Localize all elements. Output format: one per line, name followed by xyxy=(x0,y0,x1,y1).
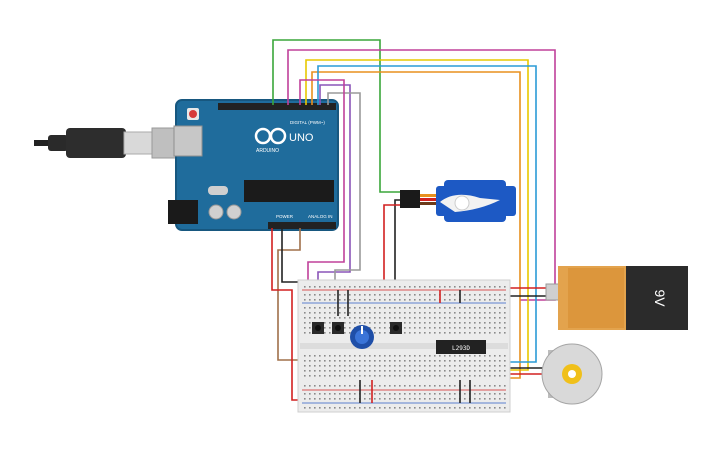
dc-motor xyxy=(541,343,603,405)
wire-magenta xyxy=(287,49,556,301)
digital-header-label: DIGITAL (PWM~) xyxy=(290,120,325,125)
wire-green xyxy=(272,39,408,193)
wire-gray xyxy=(327,92,361,300)
breadboard: L293D xyxy=(297,279,511,413)
wire-red-5v xyxy=(271,228,308,401)
wire-yellow xyxy=(305,59,529,371)
battery-9v: 9V xyxy=(545,266,688,330)
arduino-uno-board: UNO ARDUINO DIGITAL (PWM~) POWER ANALOG … xyxy=(168,99,339,231)
power-header-label: POWER xyxy=(276,214,294,219)
servo-motor xyxy=(400,180,516,222)
potentiometer xyxy=(350,325,374,349)
battery-label: 9V xyxy=(652,289,668,307)
chip-label: L293D xyxy=(452,345,470,352)
wire-brown xyxy=(277,228,305,361)
analog-header-label: ANALOG IN xyxy=(308,214,333,219)
board-brand-label: ARDUINO xyxy=(256,148,279,154)
motor-driver-chip: L293D xyxy=(436,340,486,354)
board-model-label: UNO xyxy=(289,132,314,144)
wire-magenta-2 xyxy=(299,79,345,300)
usb-cable xyxy=(34,127,183,159)
wire-purple xyxy=(317,84,351,300)
